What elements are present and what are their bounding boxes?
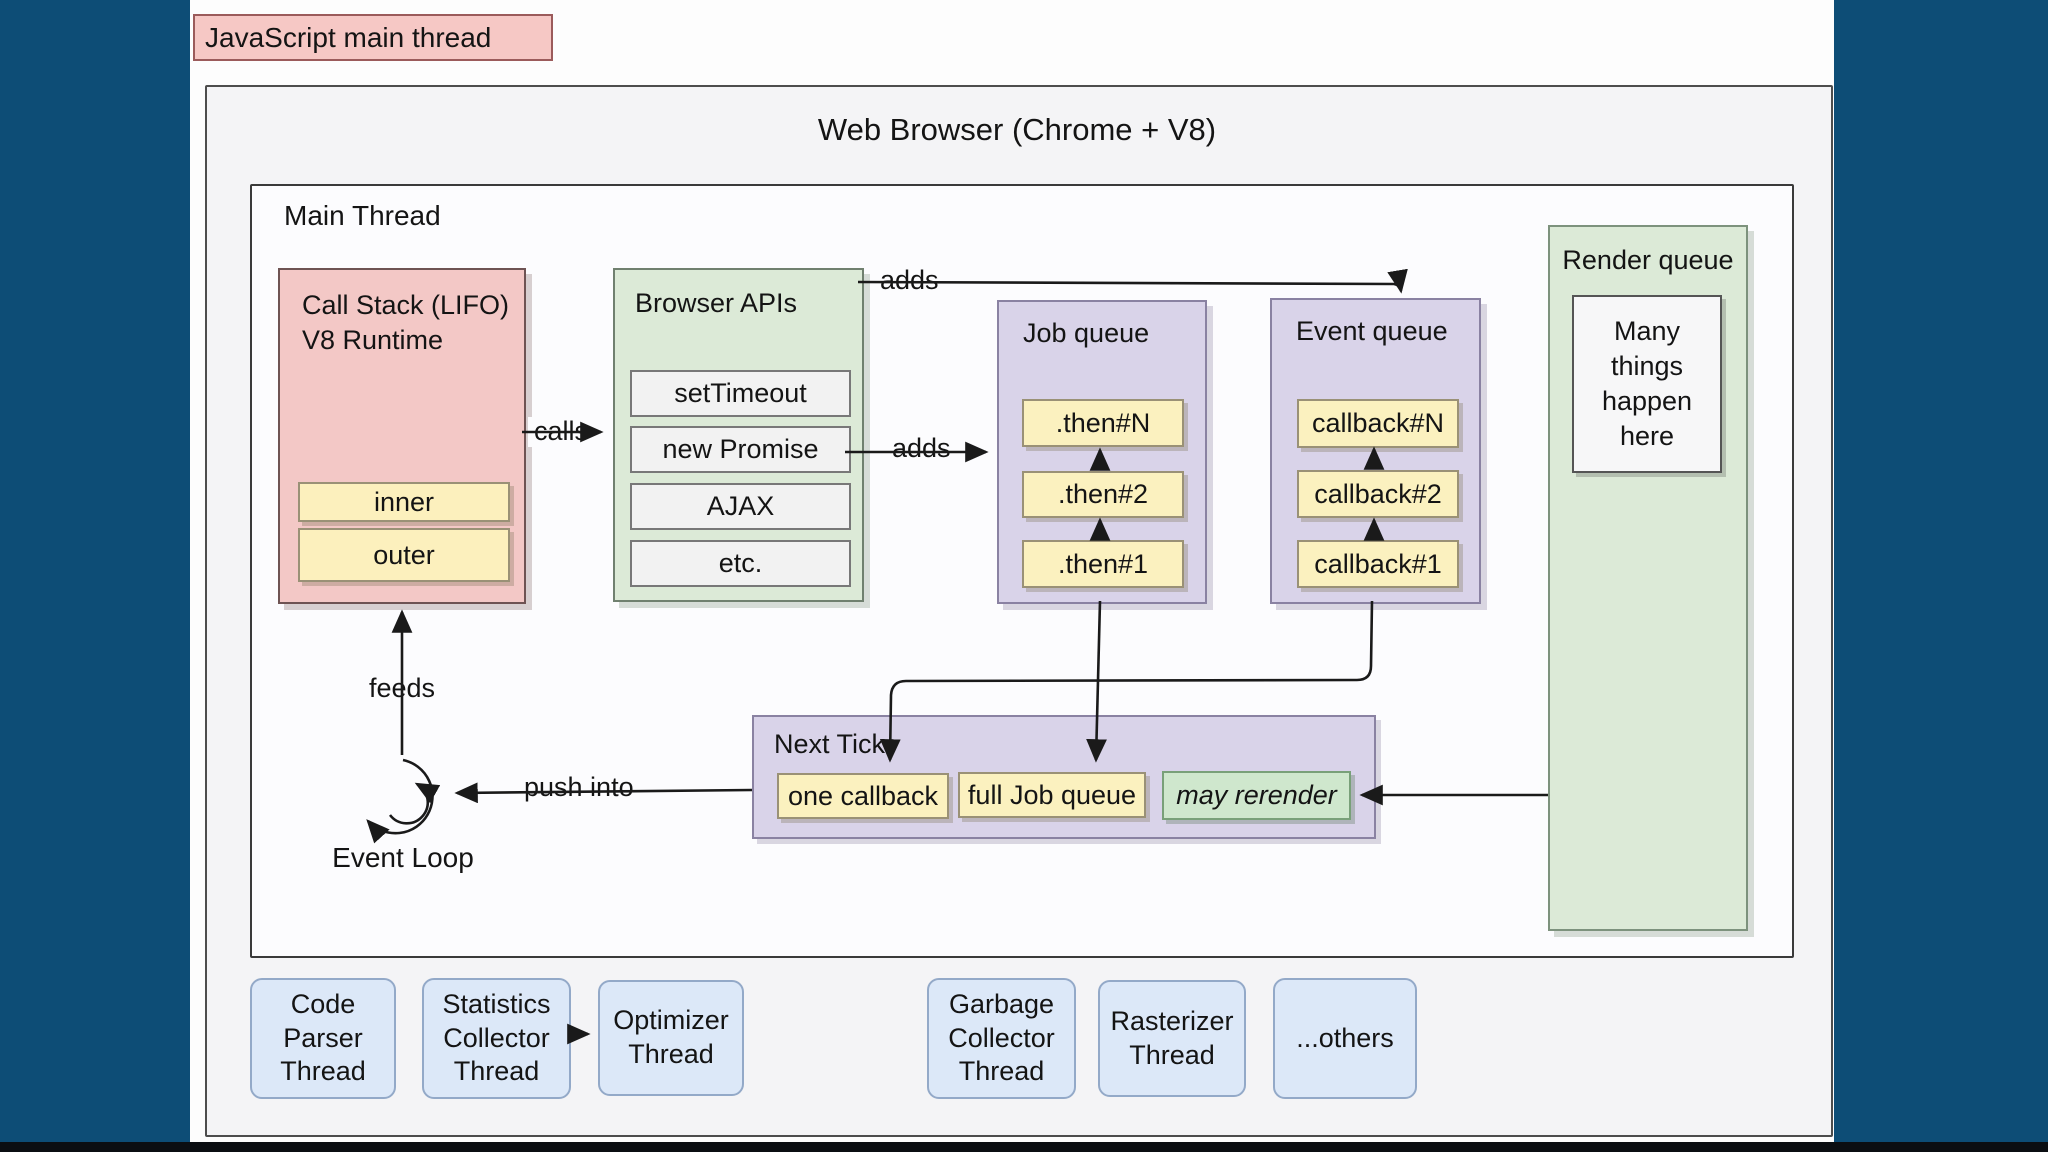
api-item-etc: etc. [630,540,851,587]
event-item-callback-2: callback#2 [1297,470,1459,518]
thread-rasterizer: Rasterizer Thread [1098,980,1246,1097]
job-queue-title: Job queue [1023,318,1150,348]
slide-title-text: JavaScript main thread [205,21,492,53]
edge-label-push-into: push into [518,772,640,803]
edge-label-adds-event: adds [874,265,945,296]
job-item-then-n: .then#N [1022,399,1184,447]
bottom-strip [0,1142,2048,1152]
stack-frame-outer: outer [298,528,510,582]
api-item-ajax: AJAX [630,483,851,530]
next-tick-box: Next Tick one callback full Job queue ma… [752,715,1376,839]
next-tick-one-callback: one callback [777,773,949,819]
main-thread-label: Main Thread [284,200,441,231]
call-stack-title-line2: V8 Runtime [302,325,444,356]
browser-apis-title: Browser APIs [635,288,798,318]
next-tick-may-rerender: may rerender [1162,771,1351,820]
thread-optimizer: Optimizer Thread [598,980,744,1096]
api-item-settimeout: setTimeout [630,370,851,417]
next-tick-title: Next Tick [774,729,886,759]
thread-others: ...others [1273,978,1417,1099]
event-item-callback-1: callback#1 [1297,540,1459,588]
call-stack-title-line1: Call Stack (LIFO) [302,290,510,320]
slide-title-badge: JavaScript main thread [193,14,553,61]
job-queue-box: Job queue .then#N .then#2 .then#1 [997,300,1207,604]
render-queue-box: Render queue Many things happen here [1548,225,1748,931]
event-queue-title: Event queue [1296,316,1448,346]
render-queue-title: Render queue [1562,245,1734,275]
edge-label-calls: calls [528,416,595,447]
web-browser-title: Web Browser (Chrome + V8) [817,112,1217,147]
job-item-then-2: .then#2 [1022,471,1184,518]
thread-garbage-collector: Garbage Collector Thread [927,978,1076,1099]
event-queue-box: Event queue callback#N callback#2 callba… [1270,298,1481,604]
thread-statistics-collector: Statistics Collector Thread [422,978,571,1099]
next-tick-full-job-queue: full Job queue [958,772,1146,818]
edge-label-adds-promise: adds [886,433,957,464]
event-item-callback-n: callback#N [1297,399,1459,448]
stack-frame-inner: inner [298,482,510,522]
edge-label-feeds: feeds [363,673,442,704]
api-item-new-promise: new Promise [630,426,851,473]
call-stack-box: Call Stack (LIFO) V8 Runtime inner outer [278,268,526,604]
render-queue-note: Many things happen here [1572,295,1722,473]
event-loop-label: Event Loop [332,842,474,873]
call-stack-title: Call Stack (LIFO) V8 Runtime [302,288,509,358]
thread-code-parser: Code Parser Thread [250,978,396,1099]
job-item-then-1: .then#1 [1022,540,1184,588]
browser-apis-box: Browser APIs setTimeout new Promise AJAX… [613,268,864,602]
